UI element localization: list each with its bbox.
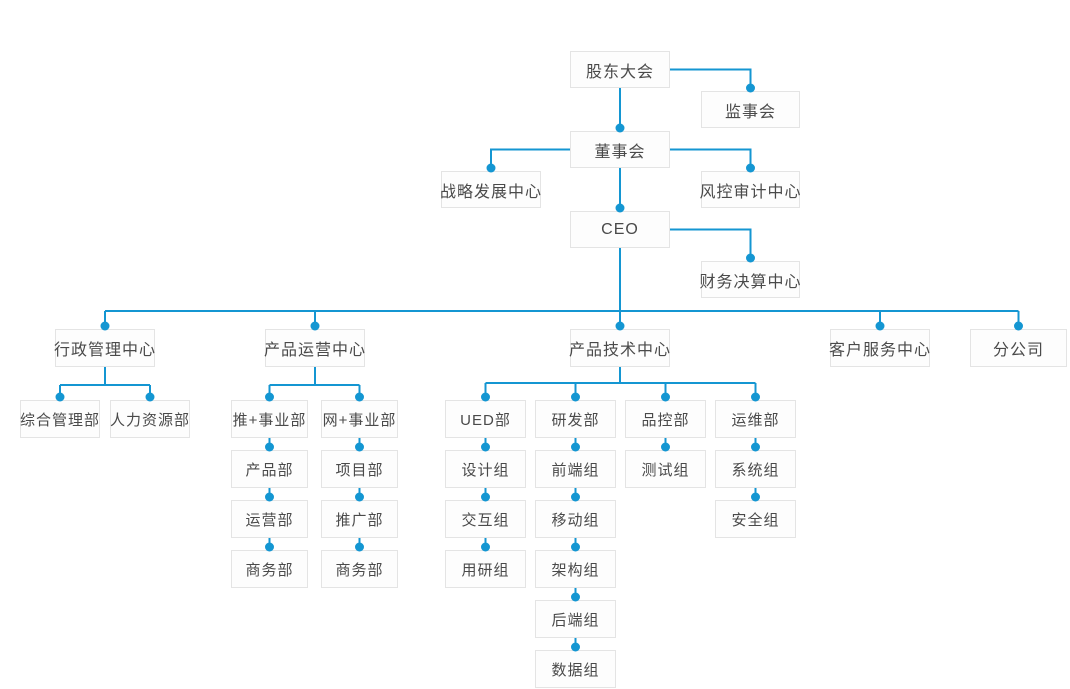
connector-line — [490, 148, 570, 168]
org-node-project-dept: 项目部 — [321, 450, 398, 488]
org-node-quality-control-dept: 品控部 — [625, 400, 706, 438]
org-node-risk-audit-center: 风控审计中心 — [700, 171, 801, 208]
org-node-finance-settlement-center: 财务决算中心 — [700, 261, 801, 298]
org-node-board-of-directors: 董事会 — [570, 131, 670, 168]
org-node-product-technology-center: 产品技术中心 — [569, 329, 670, 367]
org-node-wang-business-unit: 网+事业部 — [321, 400, 398, 438]
org-node-architecture-team: 架构组 — [535, 550, 616, 588]
org-node-rnd-dept: 研发部 — [535, 400, 616, 438]
connector-line — [670, 148, 752, 168]
org-node-general-management-dept: 综合管理部 — [20, 400, 100, 438]
org-node-human-resources-dept: 人力资源部 — [110, 400, 190, 438]
org-node-backend-team: 后端组 — [535, 600, 616, 638]
org-node-testing-team: 测试组 — [625, 450, 706, 488]
org-node-frontend-team: 前端组 — [535, 450, 616, 488]
org-node-product-operations-center: 产品运营中心 — [264, 329, 365, 367]
org-node-supervisory-board: 监事会 — [701, 91, 800, 128]
org-node-ops-maintenance-dept: 运维部 — [715, 400, 796, 438]
org-node-user-research-team: 用研组 — [445, 550, 526, 588]
connector-line — [670, 68, 752, 88]
org-node-product-dept: 产品部 — [231, 450, 308, 488]
org-node-customer-service-center: 客户服务中心 — [829, 329, 930, 367]
org-node-tui-business-unit: 推+事业部 — [231, 400, 308, 438]
org-node-promotion-dept: 推广部 — [321, 500, 398, 538]
org-node-shareholders-meeting: 股东大会 — [570, 51, 670, 88]
org-node-business-dept-tui: 商务部 — [231, 550, 308, 588]
org-node-interaction-team: 交互组 — [445, 500, 526, 538]
org-node-branch-company: 分公司 — [970, 329, 1067, 367]
org-node-business-dept-wang: 商务部 — [321, 550, 398, 588]
connector-line — [670, 228, 752, 258]
org-node-ued-dept: UED部 — [445, 400, 526, 438]
org-node-security-team: 安全组 — [715, 500, 796, 538]
org-node-strategy-development-center: 战略发展中心 — [440, 171, 541, 208]
org-node-ceo: CEO — [570, 211, 670, 248]
org-node-system-team: 系统组 — [715, 450, 796, 488]
org-node-design-team: 设计组 — [445, 450, 526, 488]
org-node-data-team: 数据组 — [535, 650, 616, 688]
org-node-operations-dept: 运营部 — [231, 500, 308, 538]
org-node-mobile-team: 移动组 — [535, 500, 616, 538]
org-node-admin-management-center: 行政管理中心 — [54, 329, 155, 367]
